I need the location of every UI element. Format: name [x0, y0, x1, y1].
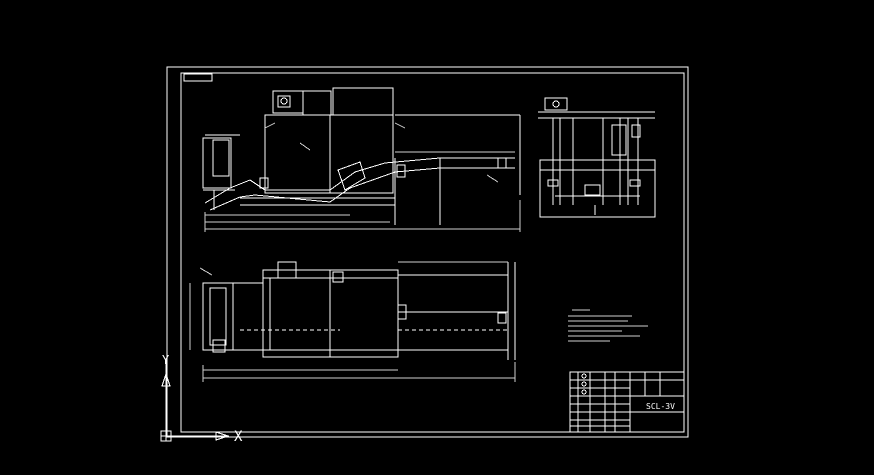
technical-notes — [568, 309, 648, 342]
plan-view — [189, 261, 516, 382]
title-block — [569, 371, 685, 433]
ucs-y-label: Y — [162, 353, 170, 367]
sheet-outer-border — [166, 66, 689, 438]
ucs-x-label: X — [234, 429, 243, 445]
frame-tag-box — [183, 73, 213, 82]
side-view — [538, 97, 656, 218]
title-block-drawing-code: SCL-3V — [646, 402, 675, 411]
sheet-inner-border — [180, 72, 685, 433]
motor-icon — [277, 95, 291, 108]
front-view — [202, 87, 521, 232]
ucs-axis-icon — [160, 360, 230, 442]
